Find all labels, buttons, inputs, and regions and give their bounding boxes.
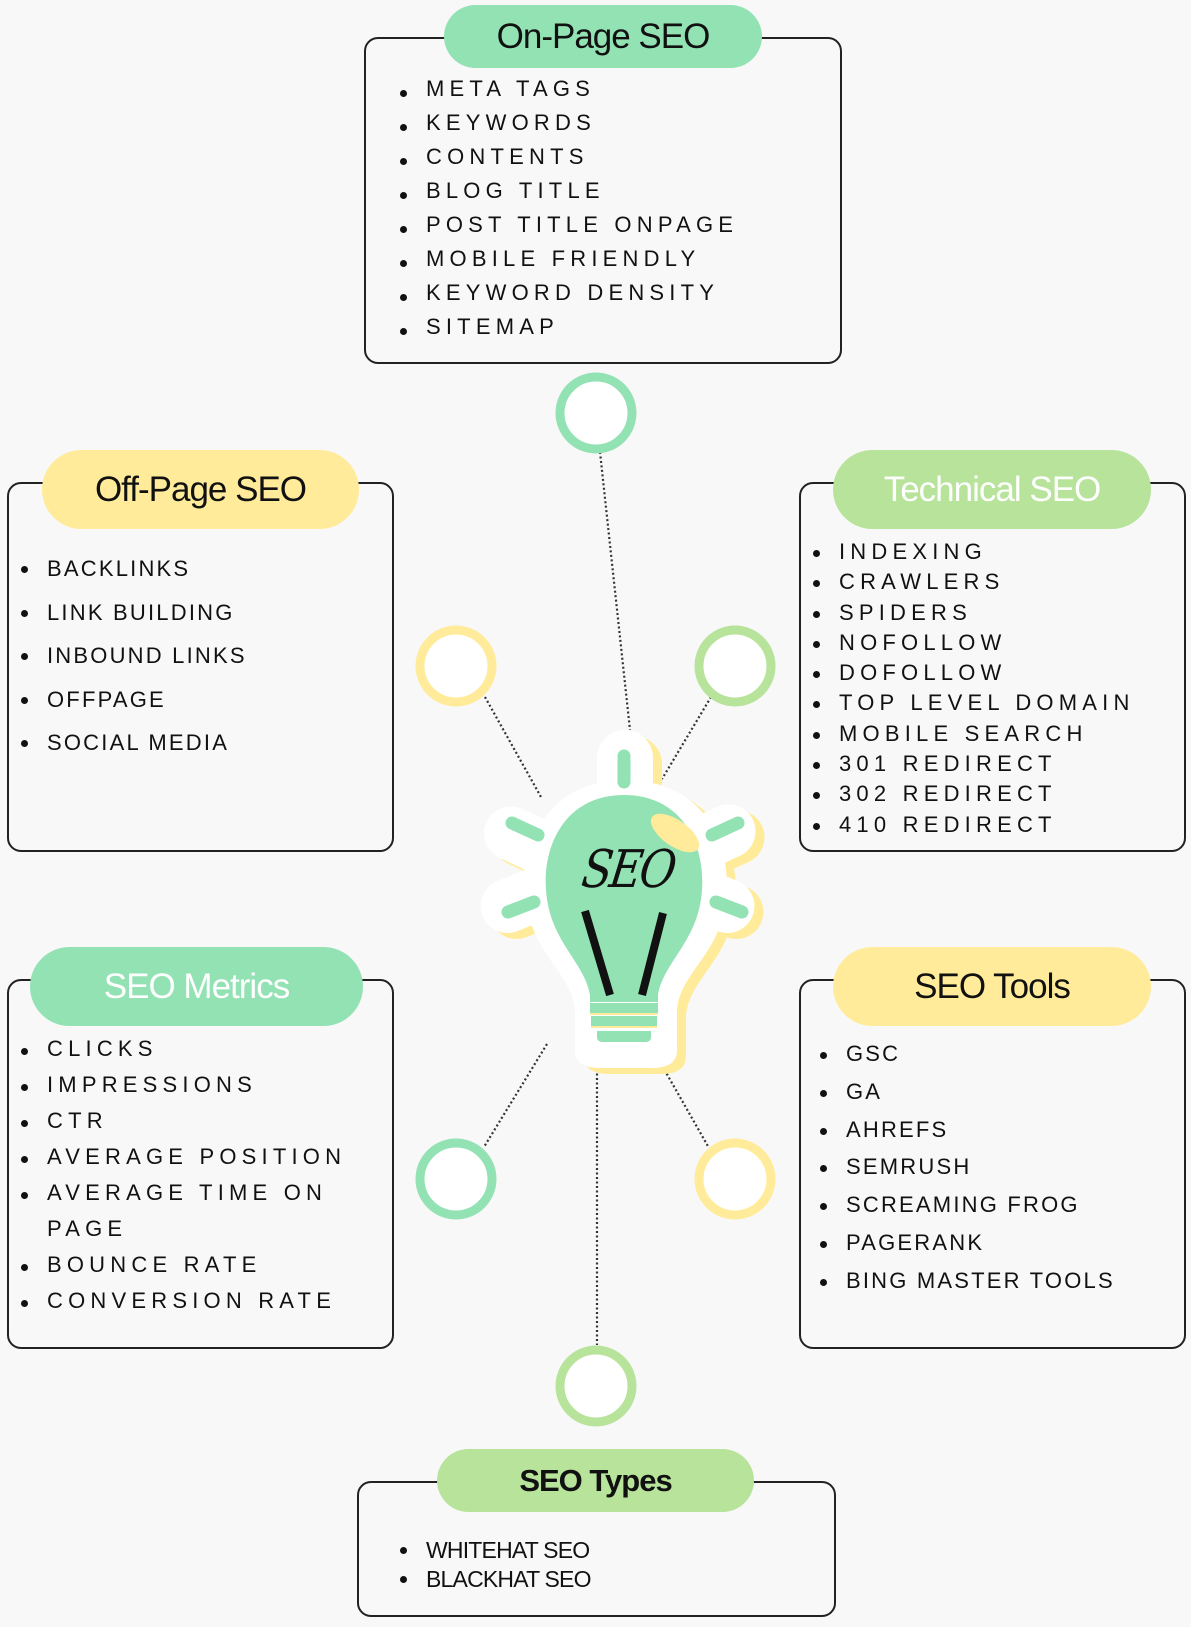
list-item: SEMRUSH [820,1154,1115,1192]
list-item: SCREAMING FROG [820,1192,1115,1230]
list-item: BACKLINKS [21,556,247,600]
connector-on-page [598,451,632,731]
list-item: BING MASTER TOOLS [820,1268,1115,1306]
node-circle-tools [694,1138,776,1220]
on-page-seo-list: META TAGS KEYWORDS CONTENTS BLOG TITLE P… [400,76,738,348]
list-item: BLOG TITLE [400,178,738,212]
list-item: NOFOLLOW [813,630,1135,660]
list-item: INDEXING [813,539,1135,569]
list-item: SOCIAL MEDIA [21,730,247,774]
seo-types-title: SEO Types [437,1449,754,1512]
technical-seo-card [799,482,1186,852]
list-item: CONVERSION RATE [21,1288,346,1324]
node-circle-types [555,1345,637,1427]
list-item: AHREFS [820,1117,1115,1155]
seo-metrics-card [7,979,394,1349]
list-item: 301 REDIRECT [813,751,1135,781]
list-item: SITEMAP [400,314,738,348]
list-item: SPIDERS [813,600,1135,630]
list-item: BOUNCE RATE [21,1252,346,1288]
seo-metrics-list: CLICKS IMPRESSIONS CTR AVERAGE POSITION … [21,1036,346,1324]
technical-seo-list: INDEXING CRAWLERS SPIDERS NOFOLLOW DOFOL… [813,539,1135,842]
list-item: GSC [820,1041,1115,1079]
connector-tools [659,1061,710,1149]
node-circle-off-page [415,625,497,707]
seo-metrics-title: SEO Metrics [30,947,363,1026]
list-item: CTR [21,1108,346,1144]
list-item: AVERAGE POSITION [21,1144,346,1180]
node-circle-technical [694,625,776,707]
node-circle-metrics [415,1138,497,1220]
connector-metrics [483,1043,548,1148]
light-rays [501,749,749,919]
on-page-seo-card [364,37,842,364]
seo-types-list: WHITEHAT SEO BLACKHAT SEO [400,1537,591,1595]
list-item: WHITEHAT SEO [400,1537,591,1566]
node-circle-on-page [555,372,637,454]
list-item: POST TITLE ONPAGE [400,212,738,246]
list-item: GA [820,1079,1115,1117]
lightbulb-icon [480,730,765,1074]
list-item: MOBILE FRIENDLY [400,246,738,280]
list-item: TOP LEVEL DOMAIN [813,690,1135,720]
list-item-continuation: PAGE [47,1216,128,1241]
seo-tools-list: GSC GA AHREFS SEMRUSH SCREAMING FROG PAG… [820,1041,1115,1306]
connector-off-page [484,696,542,798]
off-page-seo-card [7,482,394,852]
off-page-seo-list: BACKLINKS LINK BUILDING INBOUND LINKS OF… [21,556,247,774]
list-item: IMPRESSIONS [21,1072,346,1108]
list-item: KEYWORDS [400,110,738,144]
list-item: OFFPAGE [21,687,247,731]
list-item: CONTENTS [400,144,738,178]
connector-technical [661,696,712,780]
technical-seo-title: Technical SEO [833,450,1151,529]
center-seo-label: SEO [578,840,678,900]
list-item: AVERAGE TIME ON [21,1180,346,1216]
list-item: 302 REDIRECT [813,781,1135,811]
list-item: PAGERANK [820,1230,1115,1268]
off-page-seo-title: Off-Page SEO [42,450,359,529]
list-item: CRAWLERS [813,569,1135,599]
list-item: BLACKHAT SEO [400,1566,591,1595]
list-item: LINK BUILDING [21,600,247,644]
list-item: META TAGS [400,76,738,110]
node-circles [415,372,776,1427]
list-item: 410 REDIRECT [813,812,1135,842]
list-item: KEYWORD DENSITY [400,280,738,314]
list-item: DOFOLLOW [813,660,1135,690]
on-page-seo-title: On-Page SEO [444,5,762,68]
list-item: CLICKS [21,1036,346,1072]
seo-tools-title: SEO Tools [833,947,1151,1026]
list-item: MOBILE SEARCH [813,721,1135,751]
dotted-connectors [483,451,712,1345]
list-item: INBOUND LINKS [21,643,247,687]
